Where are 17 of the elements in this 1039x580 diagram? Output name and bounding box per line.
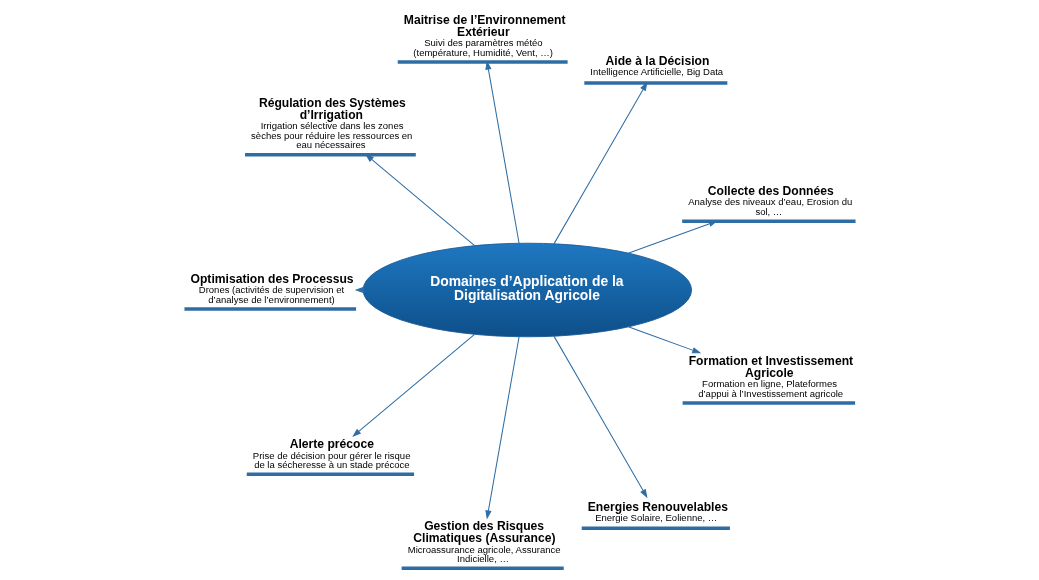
node-text: Formation et Investissement Agricole Formation en ligne, Plateformes d’appui à l’Investissement agricole (688, 354, 853, 399)
node-text: Energies Renouvelables Energie Solaire, Eolienne, … (587, 499, 728, 523)
arrow (484, 60, 520, 244)
node-text: Optimisation des Processus Drones (activités de supervision et d’analyse de l’environnement) (190, 272, 354, 305)
node-text: Aide à la Décision Intelligence Artificielle, Big Data (589, 54, 723, 78)
node-text: Maitrise de l’Environnement Extérieur Suivi des paramètres météo (température, Humidité, Vent, …) (403, 13, 566, 58)
arrow (351, 333, 475, 437)
arrow (627, 326, 701, 354)
arrow (552, 335, 647, 499)
node-text: Régulation des Systèmes d’Irrigation Irrigation sélective dans les zones sèches pour réduire les ressources en eau nécessaires (250, 96, 412, 151)
arrow (627, 220, 718, 254)
arrow (364, 153, 475, 247)
arrow (484, 336, 520, 520)
arrow (552, 81, 647, 245)
node-text: Gestion des Risques Climatiques (Assurance) Microassurance agricole, Assurance Indicielle, … (407, 519, 561, 565)
node-text: Collecte des Données Analyse des niveaux d’eau, Erosion du sol, … (687, 184, 852, 217)
node-text: Alerte précoce Prise de décision pour gérer le risque de la sécheresse à un stade précoce (252, 437, 410, 471)
